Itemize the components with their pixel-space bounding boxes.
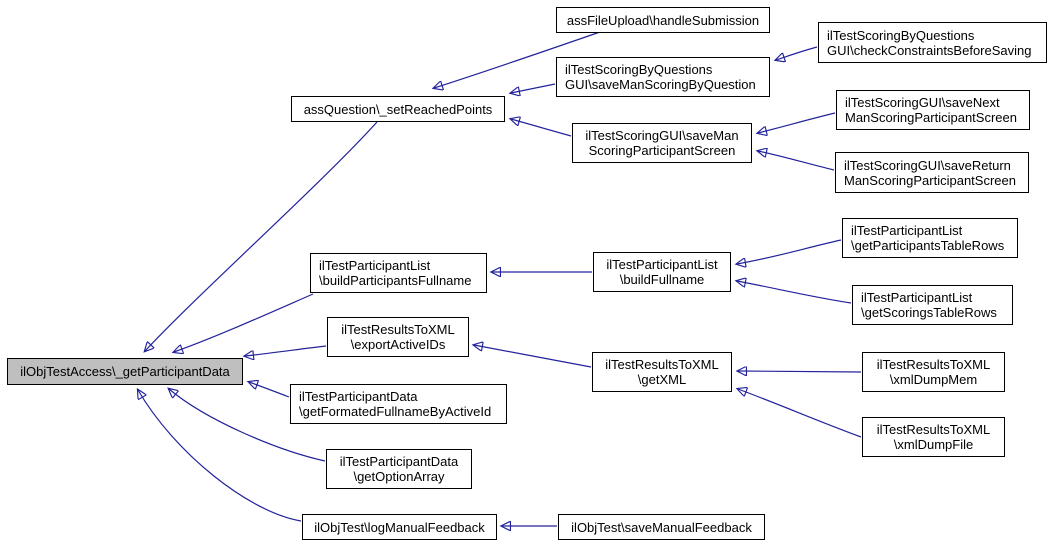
node-getParticipantData[interactable]: ilObjTestAccess\_getParticipantData — [7, 358, 243, 385]
node-label-line1: ilTestParticipantList — [861, 290, 973, 305]
node-getParticipantsTableRows[interactable]: ilTestParticipantList \getParticipantsTa… — [842, 218, 1018, 258]
node-label-line1: ilTestResultsToXML — [605, 357, 719, 372]
node-saveNextManScoringParticipantScreen[interactable]: ilTestScoringGUI\saveNext ManScoringPart… — [836, 90, 1030, 130]
node-label-line1: ilTestParticipantData — [339, 454, 459, 469]
edge-buildParticipantsFullname-main — [174, 293, 314, 352]
node-saveManScoringParticipantScreen[interactable]: ilTestScoringGUI\saveMan ScoringParticip… — [572, 123, 752, 163]
node-label-line2: \getParticipantsTableRows — [851, 238, 1005, 253]
edge-getScoringsTableRows-buildFullname — [737, 281, 852, 304]
edge-checkConstraintsBeforeSaving-saveManScoringByQuestion — [776, 46, 818, 60]
node-label-line2: \xmlDumpMem — [889, 372, 978, 387]
node-label-line2: GUI\saveManScoringByQuestion — [565, 77, 756, 92]
node-label-line1: ilTestScoringByQuestions — [827, 27, 975, 43]
node-label-line1: ilTestParticipantList — [606, 257, 718, 272]
node-setReachedPoints[interactable]: assQuestion\_setReachedPoints — [291, 96, 505, 122]
node-xmlDumpMem[interactable]: ilTestResultsToXML \xmlDumpMem — [862, 352, 1005, 392]
node-checkConstraintsBeforeSaving[interactable]: ilTestScoringByQuestions GUI\checkConstr… — [818, 22, 1047, 63]
node-handleSubmission[interactable]: assFileUpload\handleSubmission — [556, 7, 770, 33]
edge-saveNext-saveManScoringParticipantScreen — [758, 112, 836, 133]
node-label: assFileUpload\handleSubmission — [566, 12, 760, 28]
node-label-line1: ilTestResultsToXML — [876, 357, 991, 372]
node-buildParticipantsFullname[interactable]: ilTestParticipantList \buildParticipants… — [310, 253, 487, 293]
node-label-line1: ilTestResultsToXML — [876, 422, 991, 437]
node-getScoringsTableRows[interactable]: ilTestParticipantList \getScoringsTableR… — [852, 285, 1013, 325]
edge-xmlDumpFile-getXML — [738, 389, 862, 438]
edge-getFormatedFullnameByActiveId-main — [249, 382, 290, 398]
node-label-line2: \xmlDumpFile — [893, 437, 974, 452]
edge-getParticipantsTableRows-buildFullname — [737, 239, 842, 264]
node-xmlDumpFile[interactable]: ilTestResultsToXML \xmlDumpFile — [862, 417, 1005, 457]
node-label-line1: ilTestScoringGUI\saveNext — [845, 95, 1000, 110]
edge-saveManScoringParticipantScreen-setReachedPoints — [511, 119, 572, 137]
node-label: ilObjTest\saveManualFeedback — [571, 519, 752, 535]
node-label-line2: ScoringParticipantScreen — [588, 143, 736, 158]
node-label: assQuestion\_setReachedPoints — [303, 101, 493, 117]
node-label-line2: \getXML — [637, 372, 687, 387]
node-saveManScoringByQuestion[interactable]: ilTestScoringByQuestions GUI\saveManScor… — [556, 57, 770, 97]
edge-getOptionArray-main — [169, 389, 326, 462]
node-label: ilObjTest\logManualFeedback — [314, 519, 485, 535]
edge-xmlDumpMem-getXML — [738, 371, 862, 372]
node-label-line1: ilTestScoringGUI\saveReturn — [844, 157, 1011, 173]
node-label-line2: \exportActiveIDs — [350, 337, 446, 352]
node-label-line1: ilTestParticipantList — [319, 258, 431, 273]
node-label-line2: \getFormatedFullnameByActiveId — [299, 404, 492, 419]
edge-logManualFeedback-main — [138, 390, 302, 522]
node-label: ilObjTestAccess\_getParticipantData — [20, 364, 230, 379]
node-label-line1: ilTestScoringByQuestions — [565, 62, 713, 77]
edge-setReachedPoints-main — [145, 121, 378, 351]
node-label-line2: \getOptionArray — [353, 469, 445, 484]
node-label-line2: GUI\checkConstraintsBeforeSaving — [827, 42, 1032, 58]
node-saveManualFeedback[interactable]: ilObjTest\saveManualFeedback — [558, 514, 765, 540]
node-label-line2: ManScoringParticipantScreen — [845, 110, 1017, 125]
node-logManualFeedback[interactable]: ilObjTest\logManualFeedback — [302, 514, 497, 540]
edge-saveManScoringByQuestion-setReachedPoints — [511, 83, 556, 93]
edge-handleSubmission-setReachedPoints — [434, 31, 601, 88]
node-label-line1: ilTestParticipantData — [299, 389, 418, 404]
edge-getXML-exportActiveIDs — [474, 345, 592, 368]
node-label-line2: ManScoringParticipantScreen — [844, 172, 1016, 188]
node-getOptionArray[interactable]: ilTestParticipantData \getOptionArray — [326, 449, 472, 489]
node-getFormatedFullnameByActiveId[interactable]: ilTestParticipantData \getFormatedFullna… — [290, 384, 507, 424]
node-label-line2: \buildFullname — [619, 272, 705, 287]
node-label-line1: ilTestScoringGUI\saveMan — [585, 128, 739, 143]
node-getXML[interactable]: ilTestResultsToXML \getXML — [592, 352, 732, 392]
edge-exportActiveIDs-main — [245, 345, 327, 356]
node-label-line2: \getScoringsTableRows — [861, 305, 997, 320]
node-label-line2: \buildParticipantsFullname — [319, 273, 472, 288]
node-exportActiveIDs[interactable]: ilTestResultsToXML \exportActiveIDs — [327, 317, 469, 357]
node-saveReturnManScoringParticipantScreen[interactable]: ilTestScoringGUI\saveReturn ManScoringPa… — [835, 152, 1029, 193]
edge-saveReturn-saveManScoringParticipantScreen — [758, 151, 835, 171]
node-label-line1: ilTestParticipantList — [851, 223, 963, 238]
node-label-line1: ilTestResultsToXML — [341, 322, 455, 337]
node-buildFullname[interactable]: ilTestParticipantList \buildFullname — [593, 252, 731, 292]
